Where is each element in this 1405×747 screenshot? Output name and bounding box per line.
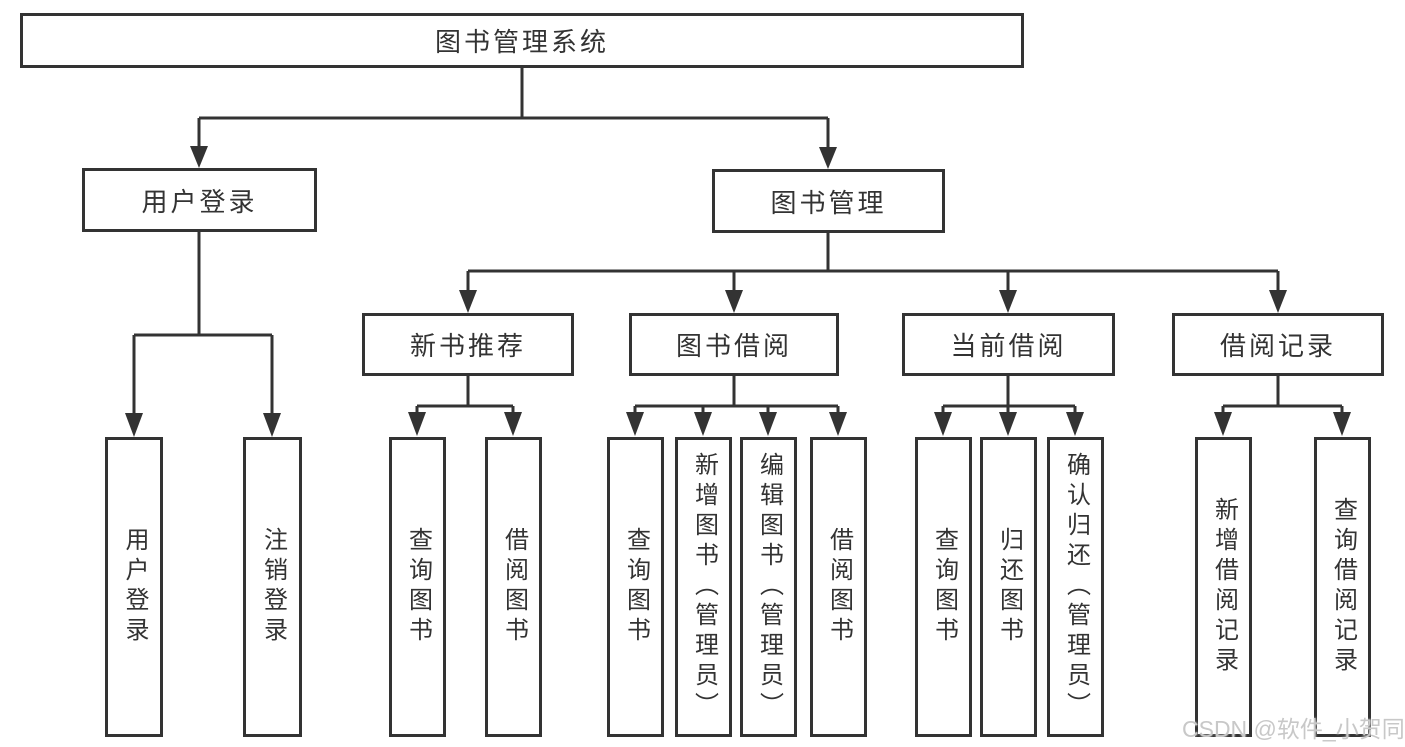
leaf-return-book-label: 归还图书: [995, 527, 1023, 647]
leaf-add-book-admin-label: 新增图书（管理员）: [690, 452, 718, 722]
leaf-borrow-book-recommend-label: 借阅图书: [500, 527, 528, 647]
leaf-query-book-borrow-label: 查询图书: [622, 527, 650, 647]
leaf-user-login-label: 用户登录: [121, 527, 148, 647]
leaf-borrow-book-label: 借阅图书: [825, 527, 853, 647]
node-library-system-label: 图书管理系统: [434, 27, 609, 57]
leaf-user-login: 用户登录: [105, 437, 163, 737]
node-borrow-records-label: 借阅记录: [1219, 331, 1336, 361]
leaf-query-book-current-label: 查询图书: [930, 527, 958, 647]
leaf-logout: 注销登录: [243, 437, 302, 737]
leaf-confirm-return-admin-label: 确认归还（管理员）: [1062, 452, 1090, 722]
leaf-borrow-book: 借阅图书: [810, 437, 867, 737]
node-new-book-recommend: 新书推荐: [362, 313, 574, 376]
leaf-borrow-book-recommend: 借阅图书: [485, 437, 542, 737]
leaf-query-book-recommend-label: 查询图书: [404, 527, 432, 647]
leaf-add-borrow-record-label: 新增借阅记录: [1210, 497, 1238, 677]
node-user-login: 用户登录: [82, 168, 317, 232]
node-library-system: 图书管理系统: [20, 13, 1024, 68]
leaf-add-book-admin: 新增图书（管理员）: [675, 437, 732, 737]
node-borrow-records: 借阅记录: [1172, 313, 1384, 376]
leaf-query-borrow-record-label: 查询借阅记录: [1329, 497, 1357, 677]
leaf-edit-book-admin-label: 编辑图书（管理员）: [755, 452, 783, 722]
leaf-query-book-current: 查询图书: [915, 437, 972, 737]
watermark: CSDN @软件_小贺同学: [1182, 716, 1405, 742]
node-new-book-recommend-label: 新书推荐: [409, 331, 526, 361]
node-current-borrow-label: 当前借阅: [950, 331, 1067, 361]
node-current-borrow: 当前借阅: [902, 313, 1115, 376]
node-user-login-label: 用户登录: [141, 186, 258, 217]
leaf-confirm-return-admin: 确认归还（管理员）: [1047, 437, 1104, 737]
leaf-add-borrow-record: 新增借阅记录: [1195, 437, 1252, 737]
node-book-management: 图书管理: [712, 169, 945, 233]
leaf-query-book-borrow: 查询图书: [607, 437, 664, 737]
node-book-borrow: 图书借阅: [629, 313, 839, 376]
leaf-logout-label: 注销登录: [259, 527, 287, 647]
node-book-management-label: 图书管理: [770, 187, 887, 218]
leaf-return-book: 归还图书: [980, 437, 1037, 737]
leaf-query-borrow-record: 查询借阅记录: [1314, 437, 1371, 737]
leaf-edit-book-admin: 编辑图书（管理员）: [740, 437, 797, 737]
leaf-query-book-recommend: 查询图书: [389, 437, 446, 737]
node-book-borrow-label: 图书借阅: [675, 331, 792, 361]
